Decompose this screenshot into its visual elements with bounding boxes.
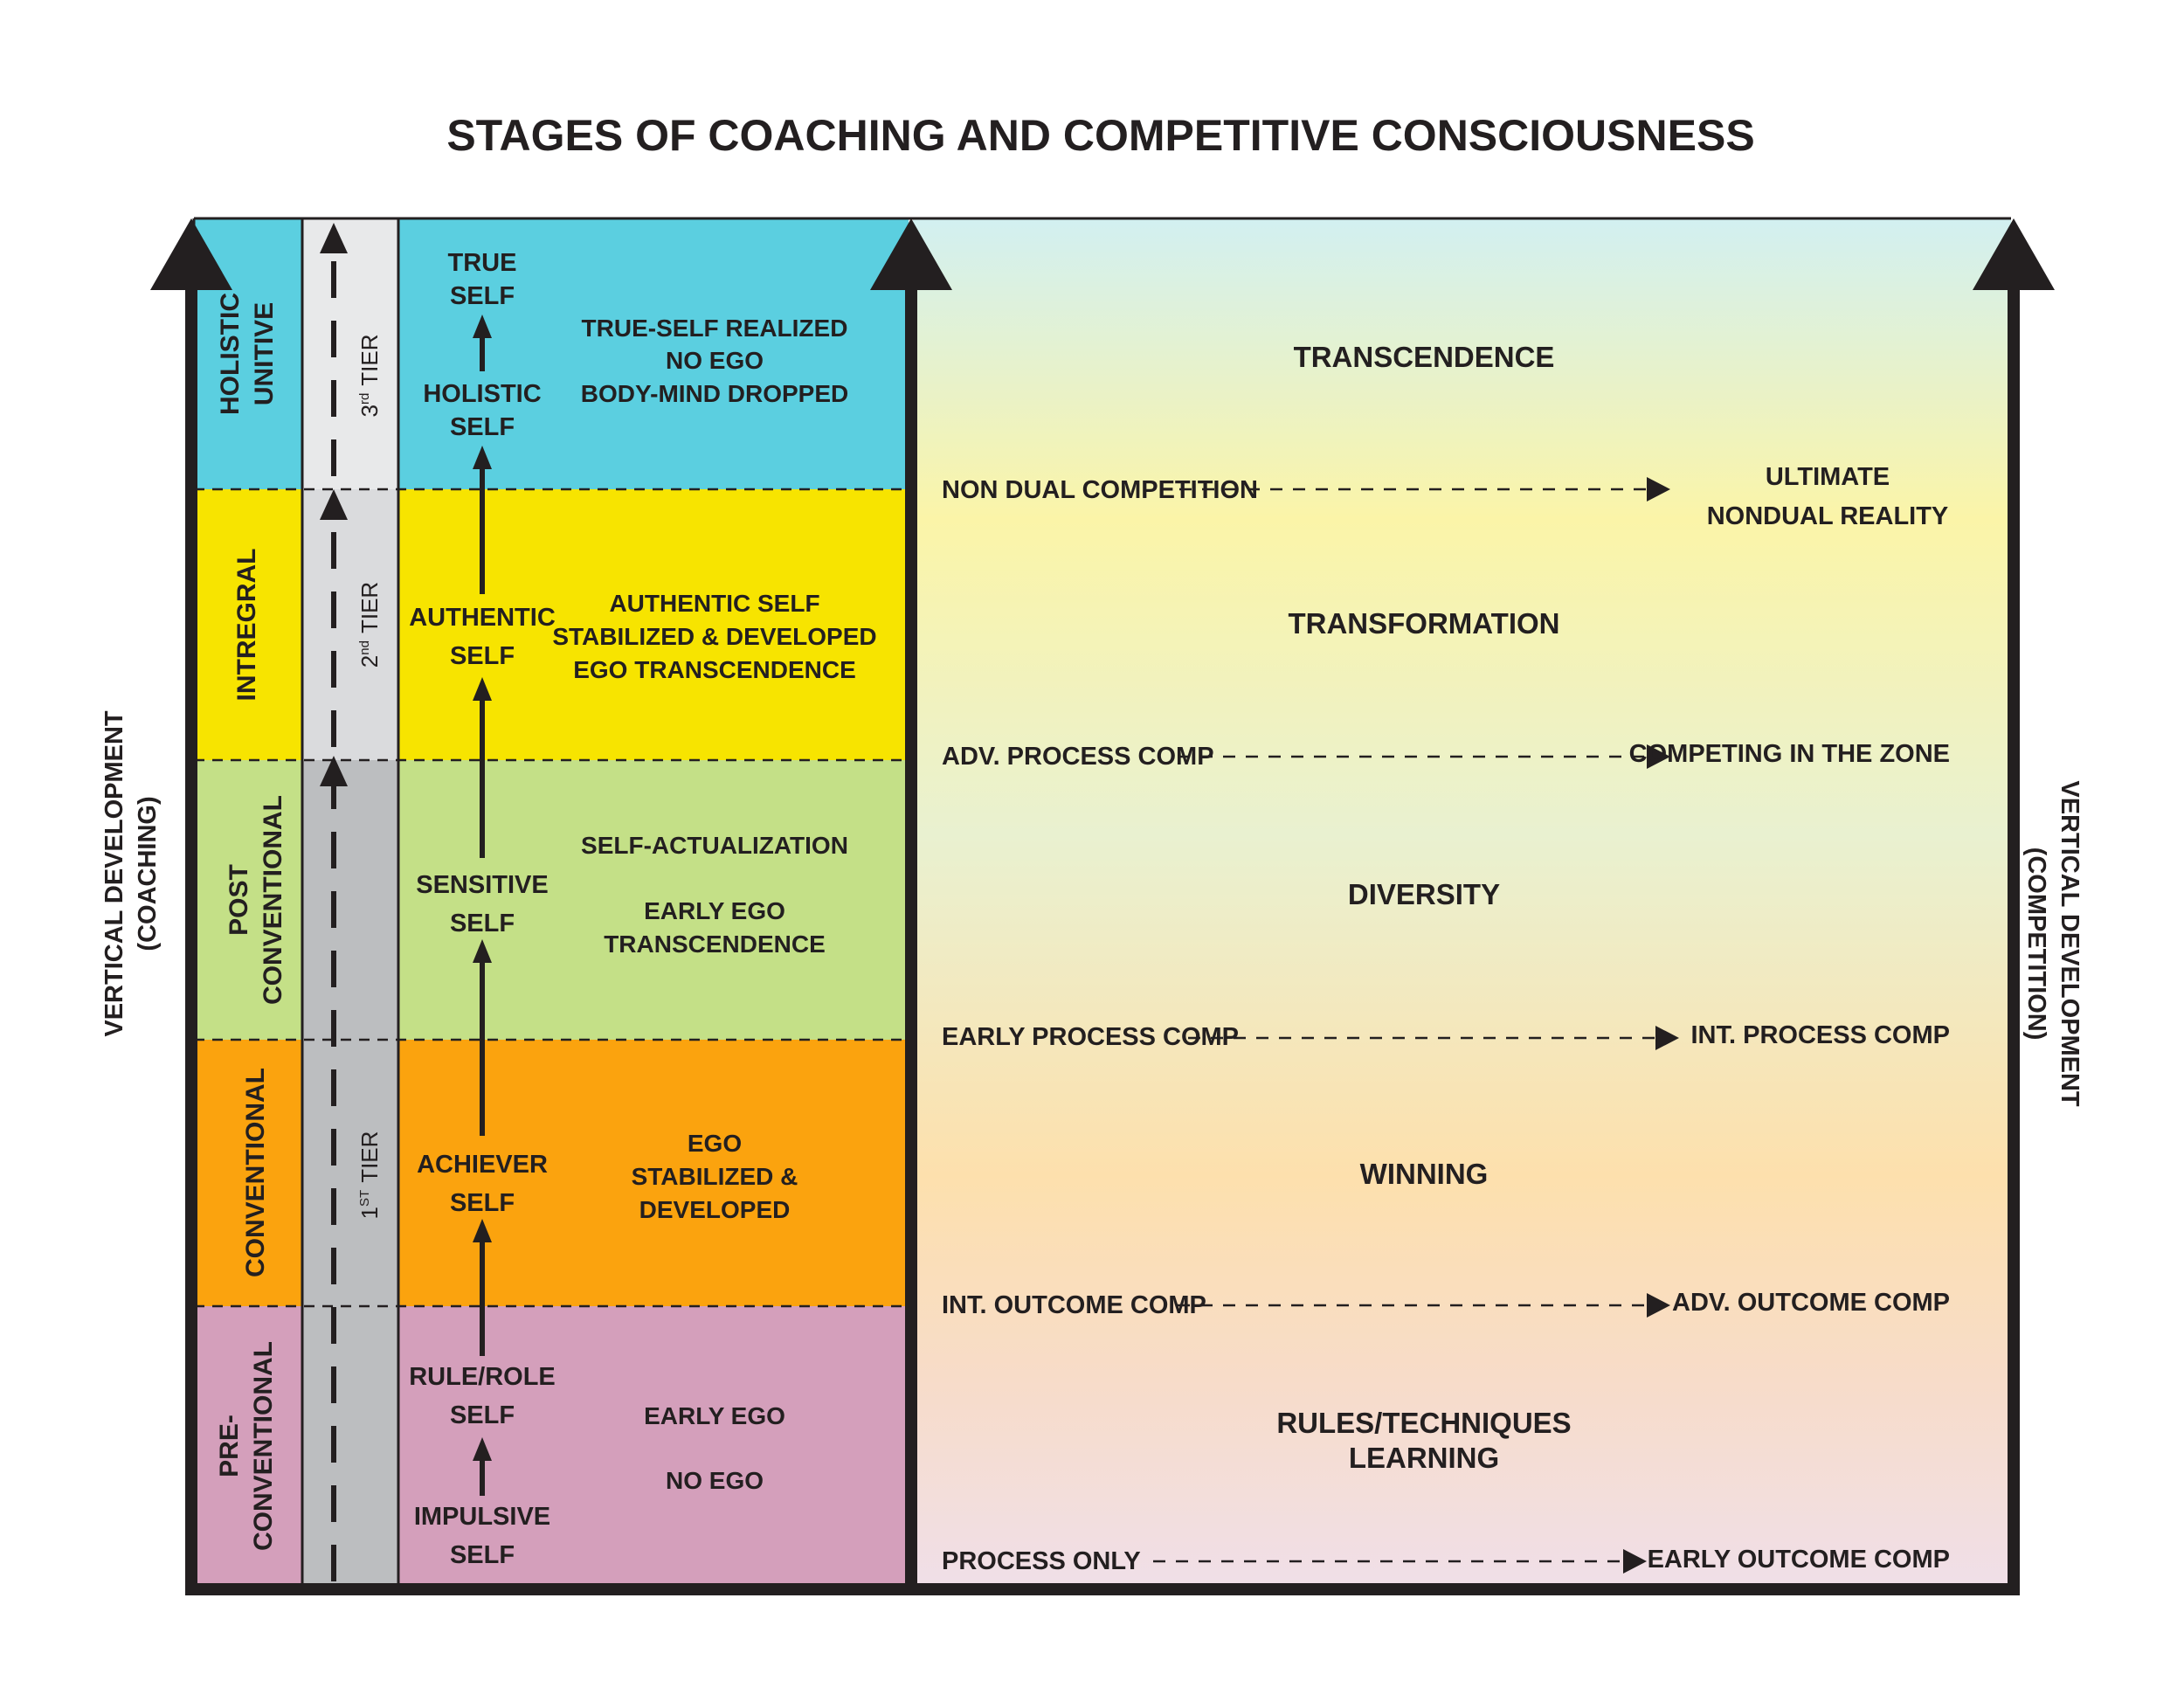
right-axis-label-1: VERTICAL DEVELOPMENT: [2056, 780, 2084, 1107]
tier2-arrowhead: [320, 489, 348, 520]
stage-label-post-1: POST: [225, 864, 253, 936]
page-title: STAGES OF COACHING AND COMPETITIVE CONSC…: [446, 111, 1754, 160]
tier3-band: [302, 218, 398, 489]
theme-transformation: TRANSFORMATION: [1288, 607, 1559, 640]
self-true-2: SELF: [450, 282, 515, 310]
competition-themes: TRANSCENDENCE TRANSFORMATION DIVERSITY W…: [1276, 341, 1571, 1474]
self-authentic-1: AUTHENTIC: [409, 604, 556, 632]
stage-label-holistic-1: HOLISTIC: [216, 293, 245, 415]
desc-integral-3: EGO TRANSCENDENCE: [573, 656, 856, 683]
stage-label-pre-1: PRE-: [215, 1415, 244, 1477]
self-labels: TRUE SELF HOLISTIC SELF AUTHENTIC SELF S…: [409, 249, 556, 1569]
transition-advprocess-arrowhead: [1647, 744, 1670, 769]
transition-advprocess-to: COMPETING IN THE ZONE: [1629, 740, 1950, 768]
transition-earlyprocess-arrowhead: [1655, 1026, 1679, 1050]
stage-label-integral: INTREGRAL: [232, 549, 261, 702]
tier1-arrowhead: [320, 756, 348, 786]
self-impulsive-1: IMPULSIVE: [414, 1503, 550, 1531]
self-rulerole-2: SELF: [450, 1401, 515, 1429]
tier3-arrowhead: [320, 223, 348, 253]
desc-integral-2: STABILIZED & DEVELOPED: [552, 623, 876, 650]
left-axis-label-2: (COACHING): [134, 796, 162, 951]
stage-dividers: [194, 488, 909, 1308]
self-sensitive-1: SENSITIVE: [416, 871, 549, 899]
left-axis-label-1: VERTICAL DEVELOPMENT: [100, 710, 128, 1037]
self-rulerole-1: RULE/ROLE: [409, 1363, 556, 1391]
stage-descriptions: TRUE-SELF REALIZED NO EGO BODY-MIND DROP…: [552, 315, 876, 1494]
desc-conventional-1: EGO: [688, 1130, 742, 1157]
self-arrows: [473, 315, 492, 1496]
theme-rules-1: RULES/TECHNIQUES: [1276, 1407, 1571, 1439]
transition-advprocess-from: ADV. PROCESS COMP: [942, 743, 1214, 771]
stage-label-pre-2: CONVENTIONAL: [249, 1341, 278, 1551]
theme-transcendence: TRANSCENDENCE: [1294, 341, 1555, 373]
stage-labels: HOLISTIC UNITIVE INTREGRAL POST CONVENTI…: [215, 293, 287, 1551]
tier-column: 3rdTIER 2ndTIER 1STTIER: [301, 218, 400, 1586]
right-axis-label-2: (COMPETITION): [2022, 847, 2050, 1041]
desc-pre-3: NO EGO: [666, 1467, 764, 1494]
tier1-band: [302, 760, 398, 1586]
desc-holistic-3: BODY-MIND DROPPED: [581, 380, 848, 407]
self-holistic-2: SELF: [450, 413, 515, 441]
transition-processonly-arrowhead: [1623, 1549, 1647, 1574]
tier1-label: 1STTIER: [356, 1131, 383, 1220]
stage-label-holistic-2: UNITIVE: [250, 302, 279, 405]
self-holistic-1: HOLISTIC: [423, 380, 541, 408]
theme-winning: WINNING: [1360, 1158, 1489, 1190]
desc-holistic-2: NO EGO: [666, 347, 764, 374]
self-impulsive-2: SELF: [450, 1541, 515, 1569]
self-achiever-2: SELF: [450, 1189, 515, 1217]
left-axis-arrowhead: [150, 218, 232, 290]
desc-holistic-1: TRUE-SELF REALIZED: [582, 315, 848, 342]
self-authentic-2: SELF: [450, 642, 515, 670]
transition-processonly-from: PROCESS ONLY: [942, 1547, 1141, 1575]
tier3-label: 3rdTIER: [356, 334, 383, 417]
transition-earlyprocess-to: INT. PROCESS COMP: [1691, 1021, 1951, 1049]
transition-processonly-to: EARLY OUTCOME COMP: [1648, 1546, 1950, 1574]
transition-nondual-arrowhead: [1647, 477, 1670, 502]
stage-label-post-2: CONVENTIONAL: [259, 795, 287, 1005]
competition-panel: [913, 218, 2011, 1586]
desc-conventional-2: STABILIZED &: [632, 1163, 798, 1190]
desc-post-4: TRANSCENDENCE: [604, 930, 826, 958]
desc-conventional-3: DEVELOPED: [639, 1196, 791, 1223]
transition-intoutcome-from: INT. OUTCOME COMP: [942, 1291, 1206, 1319]
desc-post-1: SELF-ACTUALIZATION: [581, 832, 848, 859]
self-true-1: TRUE: [448, 249, 517, 277]
stage-label-conventional: CONVENTIONAL: [241, 1068, 270, 1277]
transition-intoutcome-arrowhead: [1647, 1293, 1670, 1318]
transition-intoutcome-to: ADV. OUTCOME COMP: [1672, 1289, 1950, 1317]
tier2-band: [302, 489, 398, 760]
desc-pre-1: EARLY EGO: [644, 1402, 785, 1429]
transition-nondual-to-2: NONDUAL REALITY: [1707, 502, 1949, 530]
theme-rules-2: LEARNING: [1349, 1442, 1499, 1474]
diagram-frame: [150, 217, 2055, 1595]
right-axis-arrowhead: [1973, 218, 2055, 290]
competition-transitions: NON DUAL COMPETITION ULTIMATE NONDUAL RE…: [942, 463, 1950, 1575]
transition-nondual-to-1: ULTIMATE: [1766, 463, 1890, 491]
middle-axis-arrowhead: [870, 218, 952, 290]
desc-post-3: EARLY EGO: [644, 897, 785, 924]
self-sensitive-2: SELF: [450, 910, 515, 937]
desc-integral-1: AUTHENTIC SELF: [609, 590, 819, 617]
self-achiever-1: ACHIEVER: [417, 1151, 548, 1179]
theme-diversity: DIVERSITY: [1348, 878, 1500, 910]
tier2-label: 2ndTIER: [356, 582, 383, 668]
